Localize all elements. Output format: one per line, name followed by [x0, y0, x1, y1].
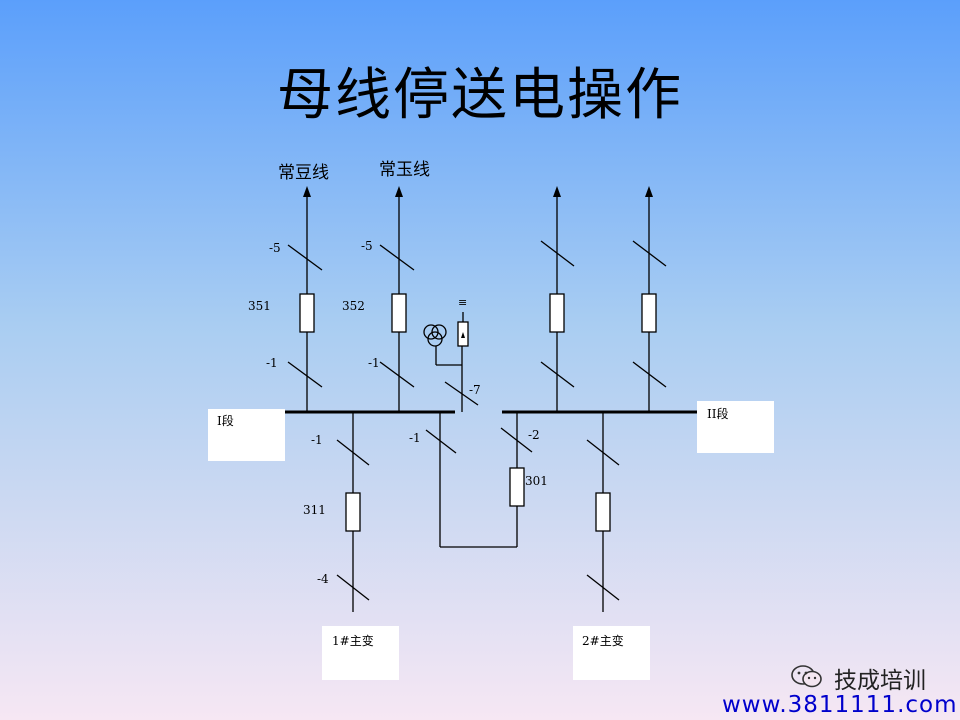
- disconnector-5-changyu: [379, 244, 415, 271]
- bus-section-2-label: II段: [707, 407, 729, 421]
- label-breaker-301: 301: [525, 474, 548, 488]
- disconnector-feeder-4-bottom: [632, 361, 667, 388]
- transformer-2-label: 2#主变: [582, 634, 624, 648]
- label-disconnector-7: -7: [469, 383, 481, 397]
- label-disconnector-5-changdou: -5: [269, 241, 281, 255]
- bus-section-2-box: II段: [697, 401, 774, 453]
- arrow-up-icon: [303, 186, 311, 197]
- label-disconnector-5-changyu: -5: [361, 239, 373, 253]
- transformer-1-label: 1#主变: [332, 634, 374, 648]
- disconnector-1-bus-tie: [425, 429, 457, 454]
- arrow-up-icon: [395, 186, 403, 197]
- slide-title: 母线停送电操作: [277, 63, 683, 128]
- watermark-url: www.3811111.com: [722, 692, 958, 718]
- disconnector-1-changyu: [379, 361, 415, 388]
- label-breaker-351: 351: [248, 299, 271, 313]
- watermark-brand: 技成培训: [834, 668, 926, 694]
- feeder-label-changdou: 常豆线: [278, 163, 329, 183]
- transformer-2-box: 2#主变: [573, 626, 650, 680]
- label-breaker-352: 352: [342, 299, 365, 313]
- disconnector-5-changdou: [287, 244, 323, 271]
- label-disconnector-1-changdou: -1: [266, 356, 278, 370]
- breaker-feeder-3: [549, 293, 565, 333]
- feeder-label-changyu: 常玉线: [379, 160, 430, 180]
- breaker-311: [345, 492, 361, 532]
- disconnector-feeder-4-top: [632, 240, 667, 267]
- label-disconnector-4: -4: [317, 572, 329, 586]
- transformer-1-box: 1#主变: [322, 626, 399, 680]
- disconnector-feeder-3-top: [540, 240, 575, 267]
- disconnector-feeder-3-bottom: [540, 361, 575, 388]
- disconnector-2: [500, 427, 533, 453]
- label-disconnector-1-bus-tie: -1: [409, 431, 421, 445]
- arrow-up-icon: [553, 186, 561, 197]
- label-pt-symbol: ≡: [458, 296, 468, 309]
- label-disconnector-1-changyu: -1: [368, 356, 380, 370]
- breaker-transformer-2: [595, 492, 611, 532]
- bus-section-1-box: I段: [208, 409, 285, 461]
- disconnector-transformer-2-top: [586, 439, 620, 466]
- wechat-icon: [791, 665, 822, 688]
- pt-winding-icon: [427, 331, 443, 347]
- disconnector-1-transformer-1: [336, 439, 370, 466]
- arrow-up-icon: [645, 186, 653, 197]
- disconnector-4: [336, 574, 370, 601]
- disconnector-1-changdou: [287, 361, 323, 388]
- label-disconnector-1-transformer-1: -1: [311, 433, 323, 447]
- label-breaker-311: 311: [303, 503, 326, 517]
- disconnector-7: [444, 381, 479, 406]
- disconnector-transformer-2-bottom: [586, 574, 620, 601]
- breaker-352: [391, 293, 407, 333]
- breaker-301: [509, 467, 525, 507]
- breaker-351: [299, 293, 315, 333]
- label-disconnector-2: -2: [528, 428, 540, 442]
- bus-section-1-label: I段: [217, 414, 234, 428]
- breaker-feeder-4: [641, 293, 657, 333]
